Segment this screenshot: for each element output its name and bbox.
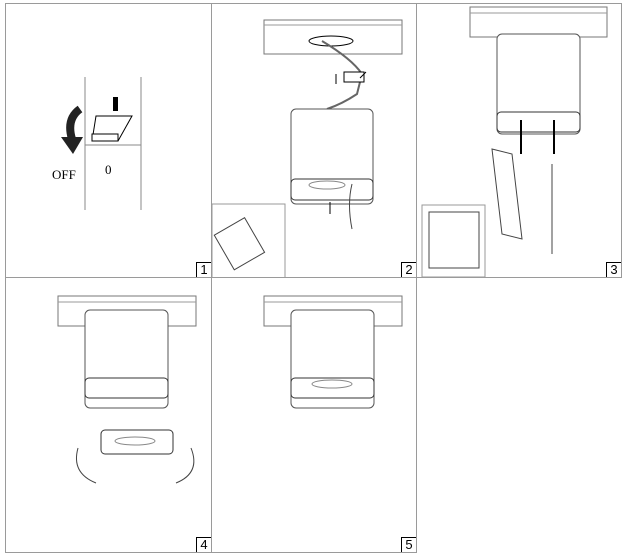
switch-off-illustration: OFF 0 bbox=[52, 77, 142, 210]
installed-lamp-illustration bbox=[263, 295, 403, 409]
step-4-panel: 4 bbox=[5, 277, 212, 553]
step-1-panel: OFF 0 1 bbox=[5, 3, 212, 278]
step-number: 4 bbox=[196, 537, 211, 552]
on-mark-icon bbox=[113, 97, 118, 111]
step-number: 3 bbox=[606, 262, 621, 277]
step-5-panel: 5 bbox=[211, 277, 417, 553]
disconnect-wires-illustration bbox=[212, 19, 403, 279]
step-number: 2 bbox=[401, 262, 416, 277]
off-label: OFF bbox=[52, 167, 76, 182]
step-2-panel: 2 bbox=[211, 3, 417, 279]
zero-label: 0 bbox=[105, 162, 112, 177]
step-number: 5 bbox=[401, 537, 416, 552]
remove-screws-illustration bbox=[421, 6, 608, 278]
down-arrow-icon bbox=[66, 105, 83, 141]
reattach-lens-illustration bbox=[57, 295, 197, 484]
step-3-panel: 3 bbox=[416, 3, 622, 278]
step-number: 1 bbox=[196, 262, 211, 277]
